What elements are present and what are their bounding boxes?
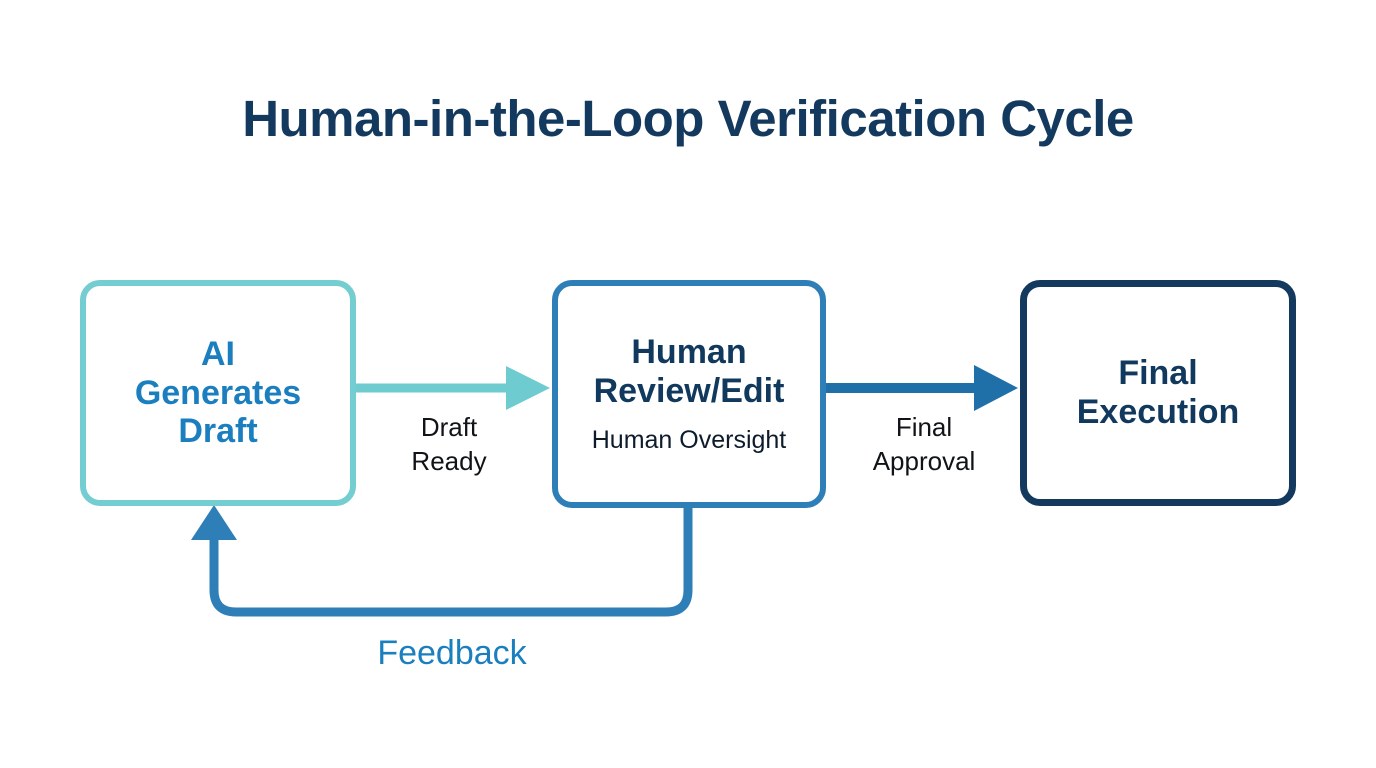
node-human-review-edit-title: Human Review/Edit <box>593 332 785 410</box>
node-human-review-edit[interactable]: Human Review/Edit Human Oversight <box>552 280 826 508</box>
arrow-draft-ready <box>356 366 550 410</box>
node-final-execution[interactable]: Final Execution <box>1020 280 1296 506</box>
node-final-execution-title: Final Execution <box>1076 354 1240 431</box>
node-human-review-edit-subtitle: Human Oversight <box>591 426 787 455</box>
arrow-feedback <box>191 505 693 617</box>
node-ai-generates-draft[interactable]: AI Generates Draft <box>80 280 356 506</box>
node-ai-generates-draft-title: AI Generates Draft <box>134 334 302 451</box>
arrow-final-approval <box>826 365 1018 411</box>
